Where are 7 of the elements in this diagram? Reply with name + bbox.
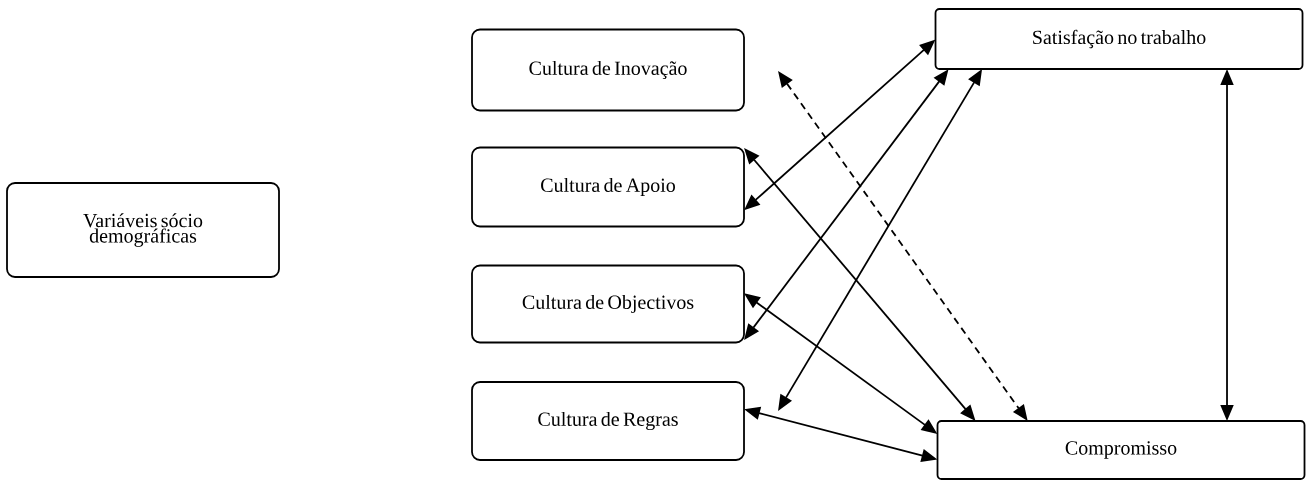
concept-box: Satisfação no trabalho	[934, 8, 1304, 70]
concept-box: Compromisso	[936, 420, 1306, 480]
concept-box: Cultura de Regras	[471, 381, 745, 461]
concept-box: Cultura de Apoio	[471, 146, 745, 228]
concept-box: Variáveis sócio demográficas	[6, 182, 280, 278]
concept-box: Cultura de Objectivos	[471, 264, 745, 344]
concept-box: Cultura de Inovação	[471, 28, 745, 112]
